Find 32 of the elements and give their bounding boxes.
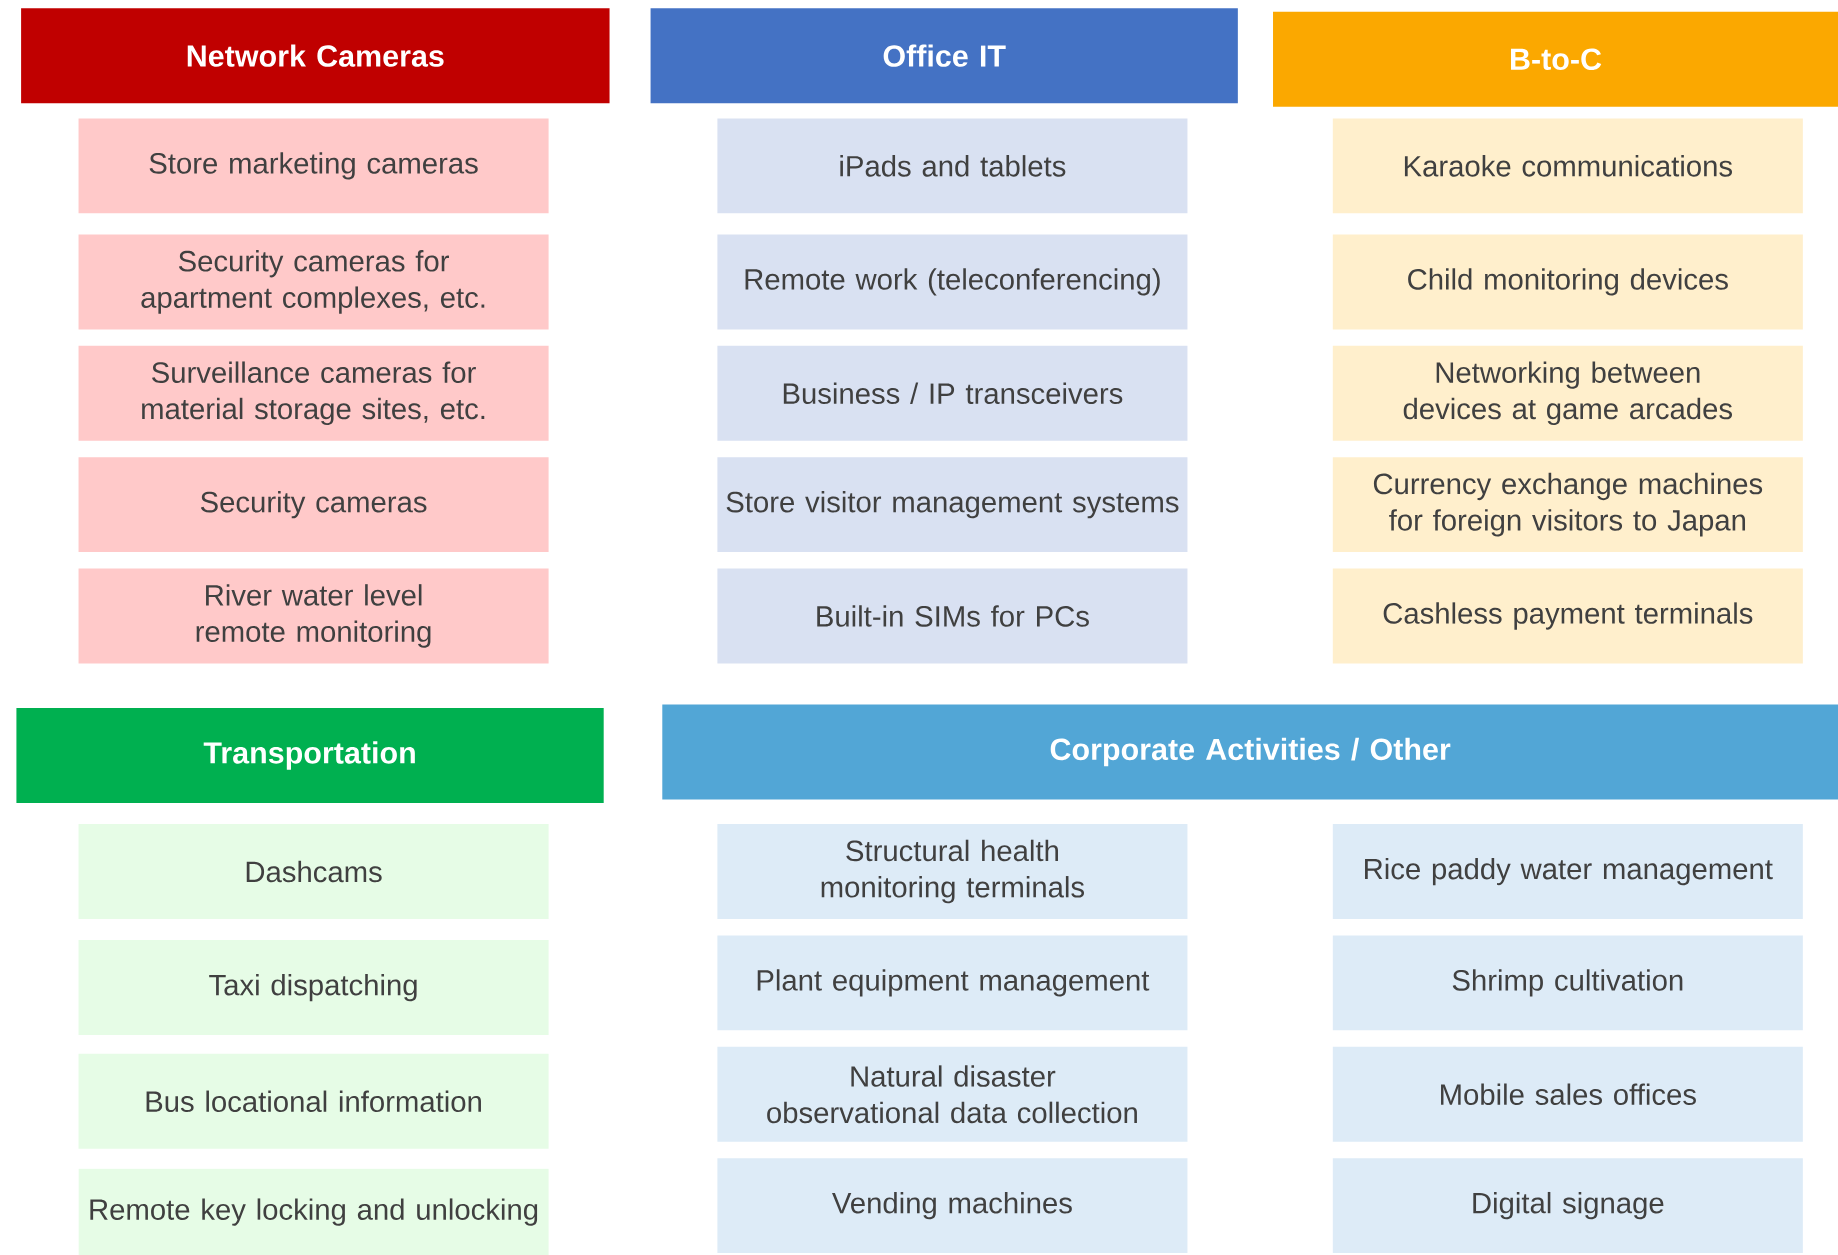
item-box: Mobile sales offices [1332,1046,1803,1142]
item-box: Remote key locking and unlocking [78,1168,549,1255]
item-box: iPads and tablets [717,118,1188,214]
item-box: Natural disaster observational data collection [717,1046,1188,1142]
item-box: Digital signage [1332,1157,1803,1253]
category-header: B-to-C [1273,11,1838,107]
item-box: Built-in SIMs for PCs [717,568,1188,664]
category-header: Transportation [16,707,604,803]
item-box: Rice paddy water management [1332,823,1803,919]
item-box: Security cameras for apartment complexes, etc. [78,234,549,330]
item-box: River water level remote monitoring [78,568,549,664]
item-box: Store visitor management systems [717,456,1188,552]
item-box: Cashless payment terminals [1332,568,1803,664]
item-box: Bus locational information [78,1053,549,1149]
item-box: Dashcams [78,823,549,919]
item-box: Business / IP transceivers [717,345,1188,441]
item-box: Child monitoring devices [1332,234,1803,330]
item-box: Networking between devices at game arcades [1332,345,1803,441]
item-box: Plant equipment management [717,935,1188,1031]
item-box: Currency exchange machines for foreign visitors to Japan [1332,456,1803,552]
item-box: Structural health monitoring terminals [717,823,1188,919]
item-box: Surveillance cameras for material storage sites, etc. [78,345,549,441]
item-box: Security cameras [78,456,549,552]
category-header: Corporate Activities / Other [662,704,1838,800]
item-box: Karaoke communications [1332,118,1803,214]
item-box: Shrimp cultivation [1332,935,1803,1031]
category-header: Network Cameras [21,8,610,103]
item-box: Taxi dispatching [78,939,549,1035]
item-box: Vending machines [717,1157,1188,1253]
item-box: Remote work (teleconferencing) [717,234,1188,330]
category-header: Office IT [650,8,1238,103]
item-box: Store marketing cameras [78,118,549,214]
